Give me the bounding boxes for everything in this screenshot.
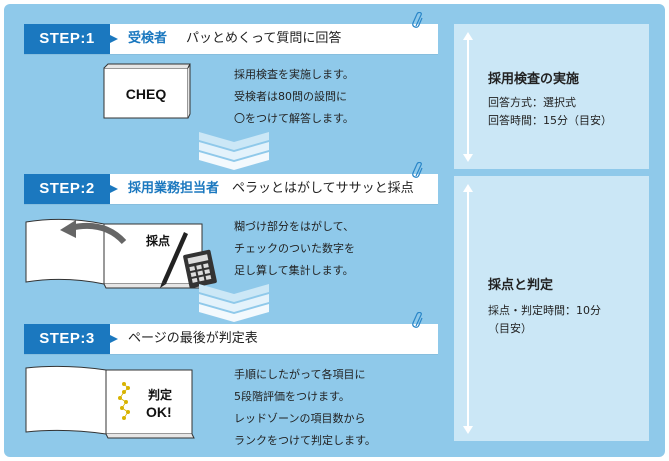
step-2-actor: 採用業務担当者 xyxy=(128,181,220,196)
step-3-header: STEP:3 ページの最後が判定表 xyxy=(24,324,438,354)
side-panel-line: 回答時間：15分（目安） xyxy=(488,114,612,127)
side-panel-implementation: 採用検査の実施 回答方式：選択式 回答時間：15分（目安） xyxy=(454,24,649,169)
chevron-down-icon xyxy=(199,284,269,322)
vertical-range-arrow-icon xyxy=(463,184,473,434)
booklet-judgement-label: 判定 xyxy=(148,388,173,402)
step-3-line: 5段階評価をつけます。 xyxy=(234,390,350,403)
step-3-desc: ページの最後が判定表 xyxy=(128,331,258,346)
step-1-line: 受検者は80問の設問に xyxy=(234,90,347,103)
chevron-down-icon xyxy=(199,132,269,170)
step-1-desc: パッとめくって質問に回答 xyxy=(186,31,342,46)
step-3-description: 手順にしたがって各項目に 5段階評価をつけます。 レッドゾーンの項目数から ラン… xyxy=(234,364,376,452)
step-2-badge: STEP:2 xyxy=(24,174,118,204)
booklet-ok-label: OK! xyxy=(146,404,172,420)
step-2-line: 足し算して集計します。 xyxy=(234,264,354,277)
step-2-line: 糊づけ部分をはがして、 xyxy=(234,220,355,233)
process-frame: STEP:1 受検者 パッとめくって質問に回答 CHEQ 採用検査を実施します。… xyxy=(4,4,665,457)
step-2-header: STEP:2 採用業務担当者 ペラッとはがしてササッと採点 xyxy=(24,174,438,204)
side-panel-line: （目安） xyxy=(488,322,532,335)
step-1-line: 〇をつけて解答します。 xyxy=(234,112,354,125)
paperclip-icon xyxy=(412,12,423,28)
side-panel-line: 回答方式：選択式 xyxy=(488,96,576,109)
vertical-range-arrow-icon xyxy=(463,32,473,162)
step-1-header: STEP:1 受検者 パッとめくって質問に回答 xyxy=(24,24,438,54)
booklet-score-label: 採点 xyxy=(146,234,171,248)
step-2-description: 糊づけ部分をはがして、 チェックのついた数字を 足し算して集計します。 xyxy=(234,216,355,282)
step-3-line: 手順にしたがって各項目に xyxy=(234,368,366,381)
step-2-desc: ペラッとはがしてササッと採点 xyxy=(232,181,414,196)
booklet-cheq-illustration xyxy=(103,63,191,119)
paperclip-icon xyxy=(412,312,423,328)
side-panel-title: 採用検査の実施 xyxy=(488,72,580,87)
step-3-badge: STEP:3 xyxy=(24,324,118,354)
booklet-cheq-label: CHEQ xyxy=(125,86,167,102)
booklet-peel-illustration xyxy=(25,218,217,289)
step-2-line: チェックのついた数字を xyxy=(234,242,355,255)
side-panel-scoring: 採点と判定 採点・判定時間：10分 （目安） xyxy=(454,176,649,441)
side-panel-title: 採点と判定 xyxy=(488,278,554,293)
step-3-line: ランクをつけて判定します。 xyxy=(234,434,376,447)
step-3-line: レッドゾーンの項目数から xyxy=(234,412,366,425)
step-1-description: 採用検査を実施します。 受検者は80問の設問に 〇をつけて解答します。 xyxy=(234,64,354,130)
booklet-judgement-illustration xyxy=(25,365,195,439)
step-1-line: 採用検査を実施します。 xyxy=(234,68,354,81)
side-panel-line: 採点・判定時間：10分 xyxy=(488,304,601,317)
step-1-badge: STEP:1 xyxy=(24,24,118,54)
step-1-actor: 受検者 xyxy=(128,31,168,46)
paperclip-icon xyxy=(412,162,423,178)
